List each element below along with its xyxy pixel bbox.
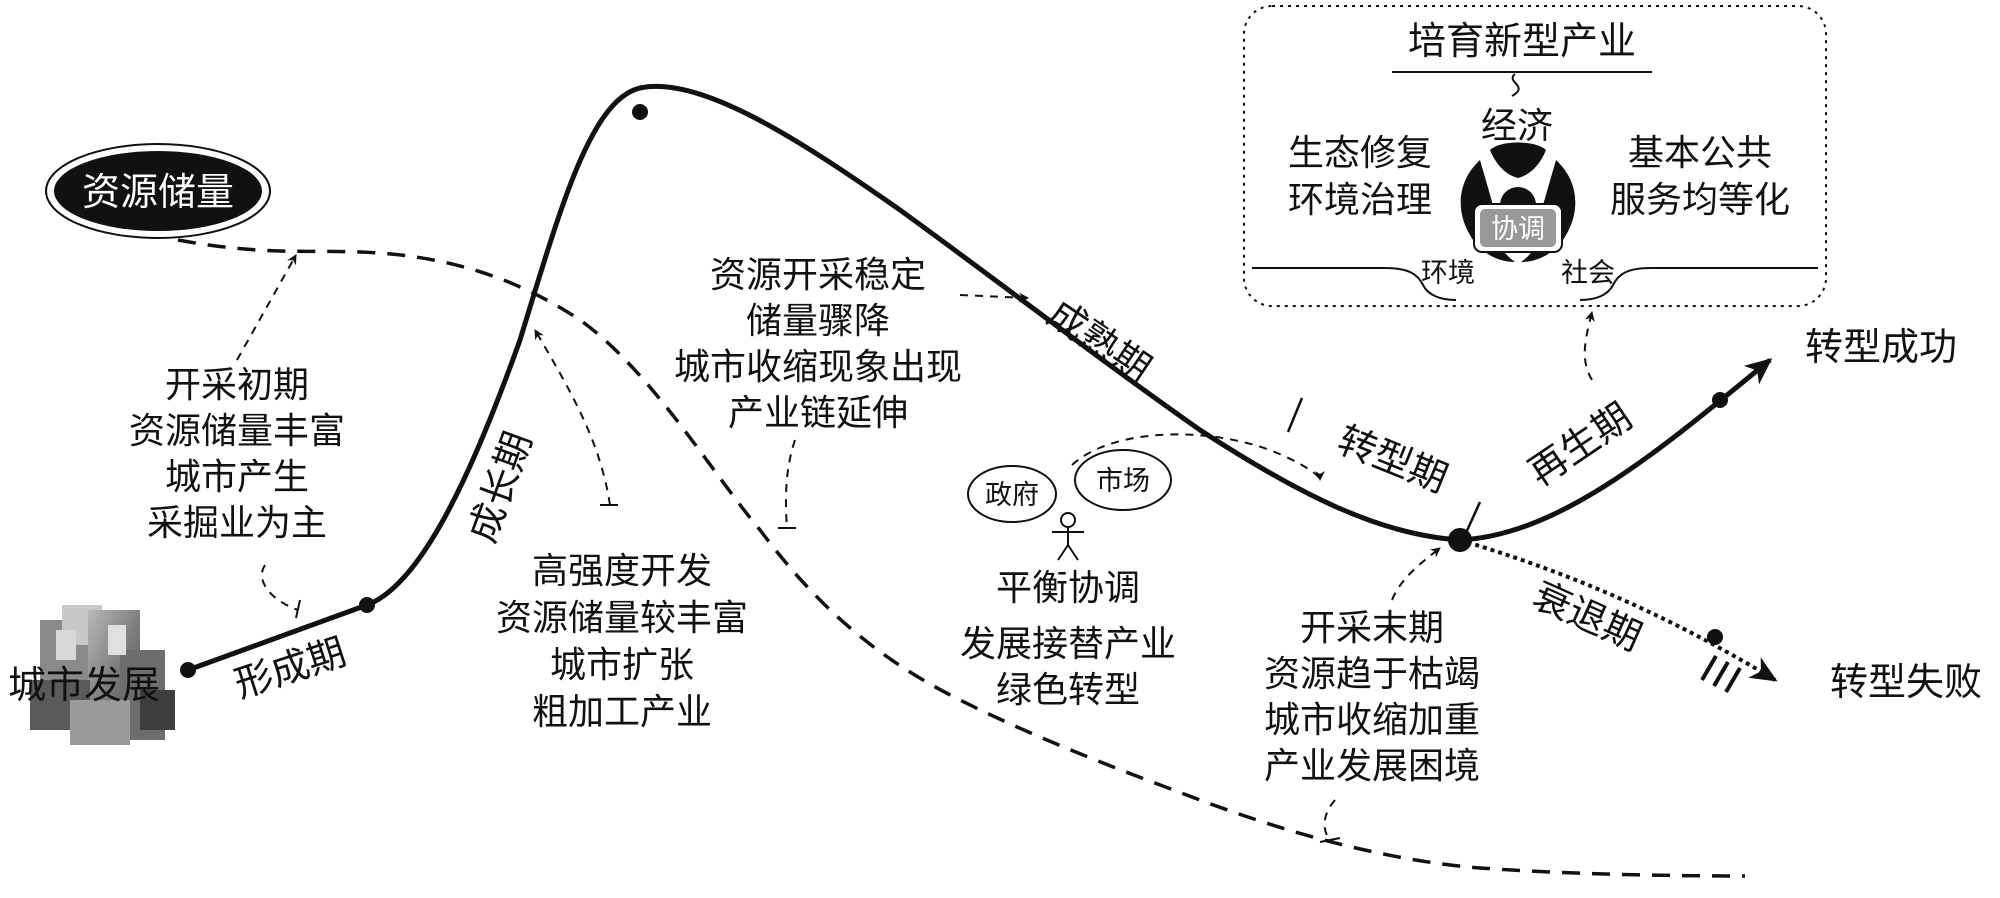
box-left-note: 生态修复 环境治理 bbox=[1288, 133, 1432, 221]
balance-title: 平衡协调 bbox=[996, 568, 1140, 609]
urban-development-label: 城市发展 bbox=[8, 663, 160, 707]
outcome-success: 转型成功 bbox=[1805, 325, 1957, 369]
svg-text:基本公共: 基本公共 bbox=[1628, 133, 1772, 174]
svg-text:采掘业为主: 采掘业为主 bbox=[147, 503, 327, 544]
mature-stage-note: 资源开采稳定 储量骤降 城市收缩现象出现 产业链延伸 bbox=[674, 255, 962, 434]
resource-reserve-label: 资源储量 bbox=[82, 170, 234, 214]
box-society: 社会 bbox=[1561, 258, 1615, 289]
svg-text:资源储量较丰富: 资源储量较丰富 bbox=[496, 598, 748, 639]
svg-text:开采初期: 开采初期 bbox=[165, 365, 309, 406]
late-arrow-up bbox=[1391, 547, 1441, 601]
outcome-failure: 转型失败 bbox=[1830, 660, 1982, 704]
svg-text:高强度开发: 高强度开发 bbox=[532, 551, 712, 592]
peak-node bbox=[632, 104, 648, 120]
failure-tick-marks bbox=[1700, 654, 1742, 694]
svg-text:环境治理: 环境治理 bbox=[1288, 180, 1432, 221]
actor-market: 市场 bbox=[1096, 466, 1150, 497]
start-node bbox=[180, 662, 196, 678]
svg-text:城市扩张: 城市扩张 bbox=[550, 645, 694, 686]
success-node bbox=[1712, 392, 1728, 408]
stage-maturity: 成熟期 bbox=[1040, 291, 1159, 391]
late-stage-note: 开采末期 资源趋于枯竭 城市收缩加重 产业发展困境 bbox=[1264, 608, 1480, 787]
resource-reserve-curve bbox=[177, 238, 1746, 878]
late-arrow-down bbox=[1323, 799, 1336, 841]
svg-text:城市收缩加重: 城市收缩加重 bbox=[1264, 700, 1480, 741]
svg-text:城市产生: 城市产生 bbox=[165, 457, 309, 498]
growth-arrow bbox=[534, 329, 611, 506]
mature-arrow-down bbox=[784, 439, 796, 529]
mature-arrow-right bbox=[959, 292, 1029, 303]
stage-boundary-ticks bbox=[1286, 397, 1482, 536]
failure-branch-curve bbox=[1459, 538, 1778, 682]
early-arrow-up bbox=[236, 254, 297, 361]
box-environment: 环境 bbox=[1421, 258, 1475, 289]
formation-end-node bbox=[359, 597, 375, 613]
balance-note: 发展接替产业 绿色转型 bbox=[960, 624, 1176, 711]
stage-regeneration: 再生期 bbox=[1520, 394, 1639, 494]
regeneration-arrow bbox=[1583, 311, 1595, 381]
decline-node bbox=[1707, 629, 1723, 645]
stage-growth: 成长期 bbox=[460, 426, 540, 548]
box-brace bbox=[1252, 267, 1818, 301]
svg-text:资源储量丰富: 资源储量丰富 bbox=[129, 411, 345, 452]
svg-text:储量骤降: 储量骤降 bbox=[746, 301, 890, 342]
coordination-label: 协调 bbox=[1491, 214, 1545, 245]
early-stage-note: 开采初期 资源储量丰富 城市产生 采掘业为主 bbox=[129, 365, 345, 544]
turning-node bbox=[1448, 528, 1472, 552]
svg-text:产业链延伸: 产业链延伸 bbox=[728, 393, 908, 434]
svg-text:开采末期: 开采末期 bbox=[1300, 608, 1444, 649]
coordination-symbol-icon bbox=[1460, 142, 1576, 262]
svg-text:产业发展困境: 产业发展困境 bbox=[1264, 746, 1480, 787]
box-economy: 经济 bbox=[1481, 106, 1553, 147]
balance-arrow bbox=[1071, 433, 1325, 481]
svg-text:城市收缩现象出现: 城市收缩现象出现 bbox=[674, 347, 962, 388]
svg-text:绿色转型: 绿色转型 bbox=[996, 670, 1140, 711]
svg-text:生态修复: 生态修复 bbox=[1288, 133, 1432, 174]
svg-text:服务均等化: 服务均等化 bbox=[1610, 180, 1790, 221]
city-buildings-icon bbox=[30, 605, 175, 745]
svg-text:发展接替产业: 发展接替产业 bbox=[960, 624, 1176, 665]
box-right-note: 基本公共 服务均等化 bbox=[1610, 133, 1790, 221]
stage-formation: 形成期 bbox=[229, 629, 351, 706]
svg-text:资源趋于枯竭: 资源趋于枯竭 bbox=[1264, 654, 1480, 695]
success-branch-curve bbox=[1459, 358, 1773, 543]
early-arrow-down bbox=[260, 564, 299, 611]
stage-transition: 转型期 bbox=[1332, 418, 1454, 502]
government-market-actor bbox=[967, 449, 1172, 561]
resource-reserve-node bbox=[45, 143, 271, 239]
stage-decline: 衰退期 bbox=[1526, 573, 1648, 660]
actor-government: 政府 bbox=[985, 480, 1039, 511]
box-title: 培育新型产业 bbox=[1408, 19, 1636, 63]
svg-text:资源开采稳定: 资源开采稳定 bbox=[710, 255, 926, 296]
growth-stage-note: 高强度开发 资源储量较丰富 城市扩张 粗加工产业 bbox=[496, 551, 748, 733]
svg-text:粗加工产业: 粗加工产业 bbox=[532, 692, 712, 733]
city-development-curve bbox=[187, 83, 1461, 673]
